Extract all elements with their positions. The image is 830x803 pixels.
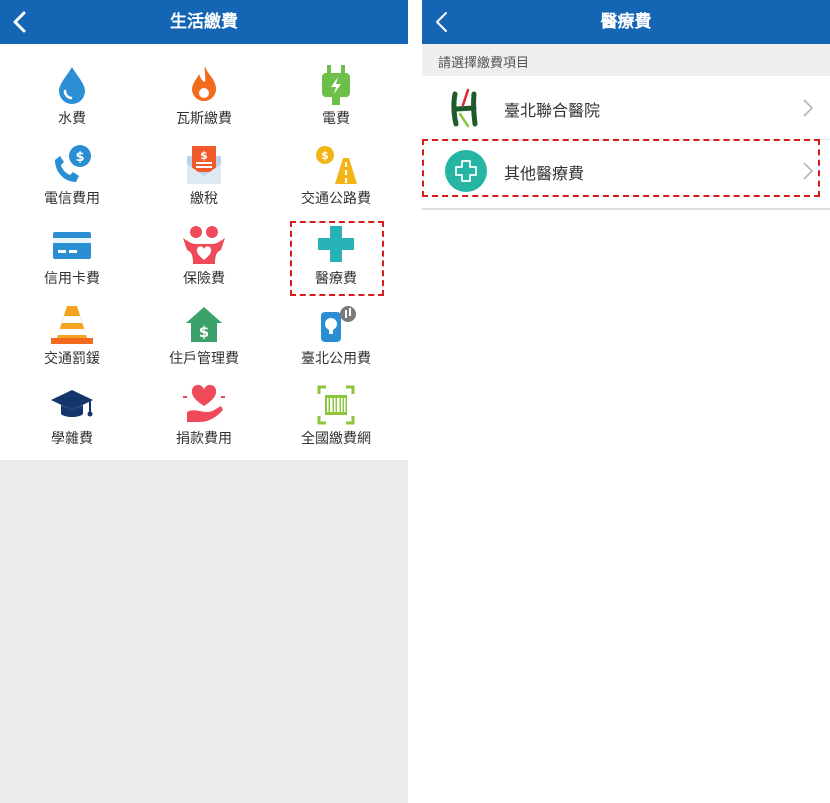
category-insurance[interactable]: 保險費 [136,204,272,287]
svg-text:$: $ [75,150,84,165]
top-bar: 生活繳費 [0,0,408,44]
category-medical[interactable]: 醫療費 [268,204,404,287]
traffic-cone-icon [47,304,97,346]
highlight-box [290,221,384,296]
barcode-scan-icon [311,384,361,426]
back-arrow-icon [436,12,447,32]
taipei-utility-icon [311,304,361,346]
category-label: 臺北公用費 [301,351,371,367]
section-header: 請選擇繳費項目 [422,44,830,76]
svg-text:$: $ [321,149,329,162]
list-item-label: 臺北聯合醫院 [504,101,601,120]
phone-dollar-icon: $ [47,144,97,186]
list-item-other-medical[interactable]: 其他醫療費 [422,140,830,202]
list-item-label: 其他醫療費 [504,164,585,183]
taipei-hospital-logo-icon [444,86,488,130]
insurance-icon [179,224,229,266]
category-label: 交通罰鍰 [44,351,100,367]
category-label: 電信費用 [44,191,100,207]
medical-plus-icon [444,149,488,193]
electric-plug-icon [311,64,361,106]
chevron-right-icon [802,97,814,119]
category-electricity[interactable]: 電費 [268,44,404,127]
category-taipei-utility[interactable]: 臺北公用費 [268,284,404,367]
category-label: 住戶管理費 [169,351,239,367]
category-label: 學雜費 [51,431,93,447]
list-item-taipei-hospital[interactable]: 臺北聯合醫院 [422,77,830,139]
category-tax[interactable]: $ 繳稅 [136,124,272,207]
graduation-cap-icon [47,384,97,426]
page-title: 生活繳費 [170,12,238,32]
back-button[interactable] [428,6,458,38]
section-header-label: 請選擇繳費項目 [438,56,530,71]
back-arrow-icon [13,11,26,33]
category-label: 交通公路費 [301,191,371,207]
road-toll-icon: $ [311,144,361,186]
category-national-payment[interactable]: 全國繳費網 [268,364,404,447]
svg-text:$: $ [199,323,209,341]
category-gas[interactable]: 瓦斯繳費 [136,44,272,127]
bill-payment-screen: 生活繳費 水費 瓦斯繳費 電費 $ 電信費用 [0,0,408,803]
category-label: 水費 [58,111,86,127]
donation-heart-icon [179,384,229,426]
back-button[interactable] [6,6,36,38]
category-management-fee[interactable]: $ 住戶管理費 [136,284,272,367]
category-label: 電費 [322,111,350,127]
credit-card-icon [47,224,97,266]
svg-text:$: $ [200,149,208,162]
category-label: 捐款費用 [176,431,232,447]
category-tuition[interactable]: 學雜費 [4,364,140,447]
divider [422,208,830,210]
category-label: 醫療費 [315,271,357,287]
highlight-box [422,139,820,197]
tax-envelope-icon: $ [179,144,229,186]
category-donation[interactable]: 捐款費用 [136,364,272,447]
page-title: 醫療費 [600,12,652,32]
gas-flame-icon [179,64,229,106]
category-label: 瓦斯繳費 [176,111,232,127]
category-label: 繳稅 [190,191,218,207]
payment-category-grid: 水費 瓦斯繳費 電費 $ 電信費用 $ 繳稅 [0,44,408,460]
category-credit-card[interactable]: 信用卡費 [4,204,140,287]
chevron-right-icon [802,160,814,182]
medical-cross-icon [311,224,361,266]
category-road-toll[interactable]: $ 交通公路費 [268,124,404,207]
category-traffic-fine[interactable]: 交通罰鍰 [4,284,140,367]
water-drop-icon [47,64,97,106]
medical-fee-screen: 醫療費 請選擇繳費項目 臺北聯合醫院 其他醫療費 [422,0,830,803]
category-label: 信用卡費 [44,271,100,287]
house-dollar-icon: $ [179,304,229,346]
category-label: 保險費 [183,271,225,287]
category-water[interactable]: 水費 [4,44,140,127]
category-label: 全國繳費網 [301,431,371,447]
category-telecom[interactable]: $ 電信費用 [4,124,140,207]
top-bar: 醫療費 [422,0,830,44]
